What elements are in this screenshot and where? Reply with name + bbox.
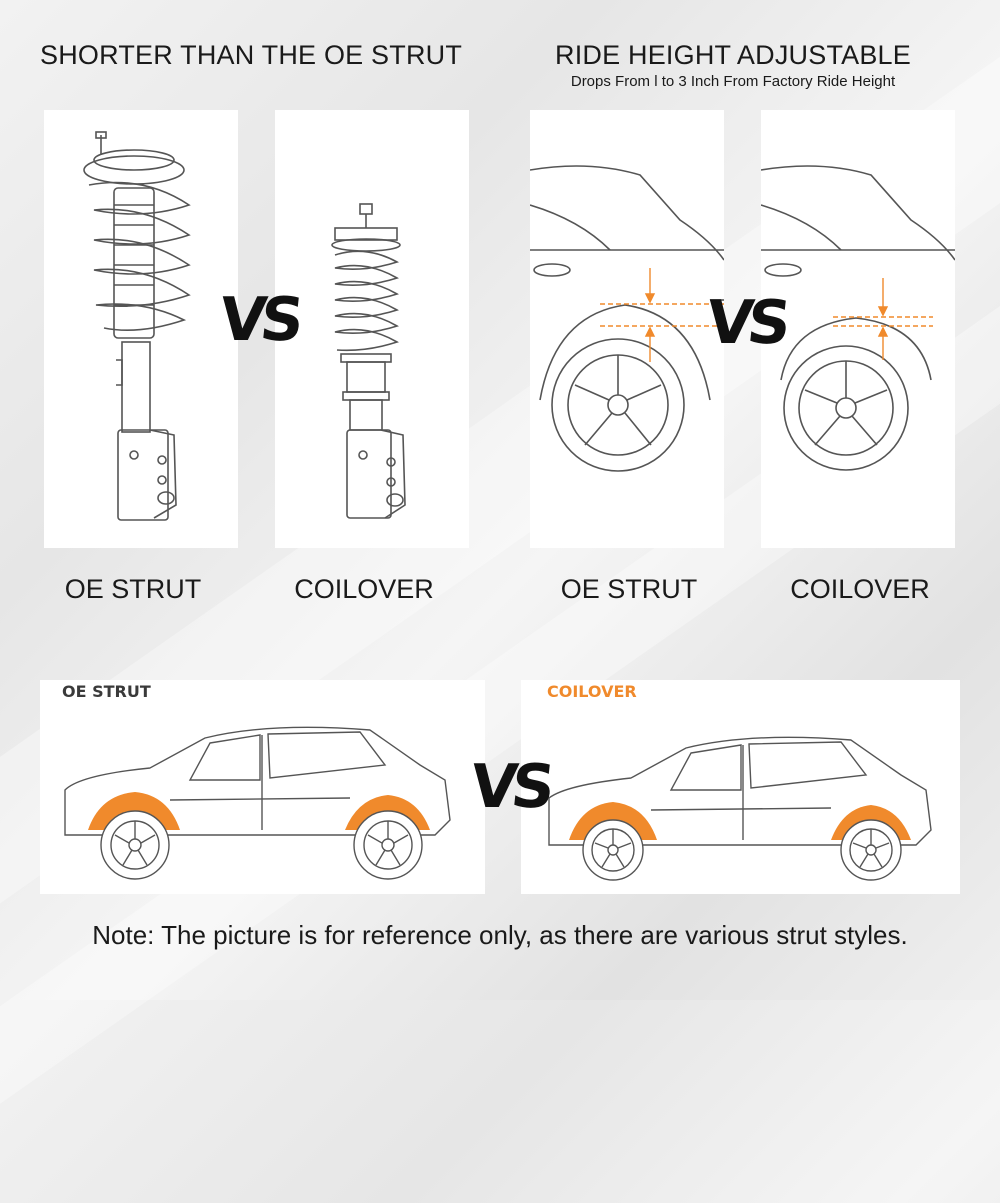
reference-note: Note: The picture is for reference only,… <box>92 920 908 950</box>
car-vs-mark: VS <box>467 752 553 822</box>
oe-strut-drawing <box>83 131 191 521</box>
coilover-ride-height-drawing <box>761 165 955 471</box>
coilover-image-panel <box>275 110 469 548</box>
strut-length-heading: SHORTER THAN THE OE STRUT <box>40 40 463 70</box>
coilover-drawing <box>331 203 406 519</box>
ride-height-subheading: Drops From l to 3 Inch From Factory Ride… <box>570 73 896 90</box>
oe-strut-tag: OE STRUT <box>62 682 151 701</box>
oe-strut-car-drawing <box>64 726 451 880</box>
oe-strut-label: OE STRUT <box>64 574 202 604</box>
coilover-ride-height-label: COILOVER <box>790 574 930 604</box>
oe-ride-height-panel <box>530 110 724 548</box>
strut-vs-mark: VS <box>216 285 302 355</box>
coilover-ride-height-panel <box>761 110 955 548</box>
ride-height-vs-mark: VS <box>703 288 789 358</box>
coilover-label: COILOVER <box>294 574 434 604</box>
coilover-car-drawing <box>548 736 932 881</box>
coilover-car-panel: COILOVER <box>521 680 960 894</box>
ride-height-heading: RIDE HEIGHT ADJUSTABLE <box>555 40 911 70</box>
coilover-tag: COILOVER <box>547 682 637 701</box>
oe-ride-height-drawing <box>530 165 724 472</box>
oe-strut-car-panel: OE STRUT <box>40 680 485 894</box>
oe-strut-image-panel <box>44 110 238 548</box>
oe-ride-height-label: OE STRUT <box>560 574 698 604</box>
